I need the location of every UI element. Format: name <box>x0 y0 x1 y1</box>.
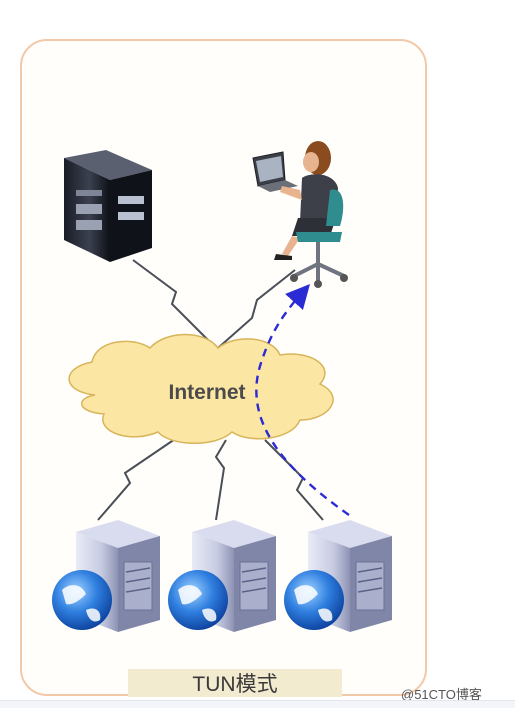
bottom-strip <box>0 700 515 708</box>
globe-server-icon <box>284 520 392 632</box>
tower-server-icon <box>64 150 152 262</box>
link-client <box>217 269 296 349</box>
watermark-text: @51CTO博客 <box>401 687 482 702</box>
network-links <box>97 259 324 521</box>
link-server-2 <box>214 439 227 521</box>
internet-label: Internet <box>168 381 245 404</box>
link-top-server <box>132 259 211 343</box>
link-server-1 <box>97 436 179 521</box>
mode-label: TUN模式 <box>128 669 342 697</box>
person-at-laptop-icon <box>252 141 348 288</box>
globe-server-icon <box>52 520 160 632</box>
internet-cloud <box>68 333 334 444</box>
return-path-arrow <box>255 284 350 516</box>
globe-server-icon <box>168 520 276 632</box>
